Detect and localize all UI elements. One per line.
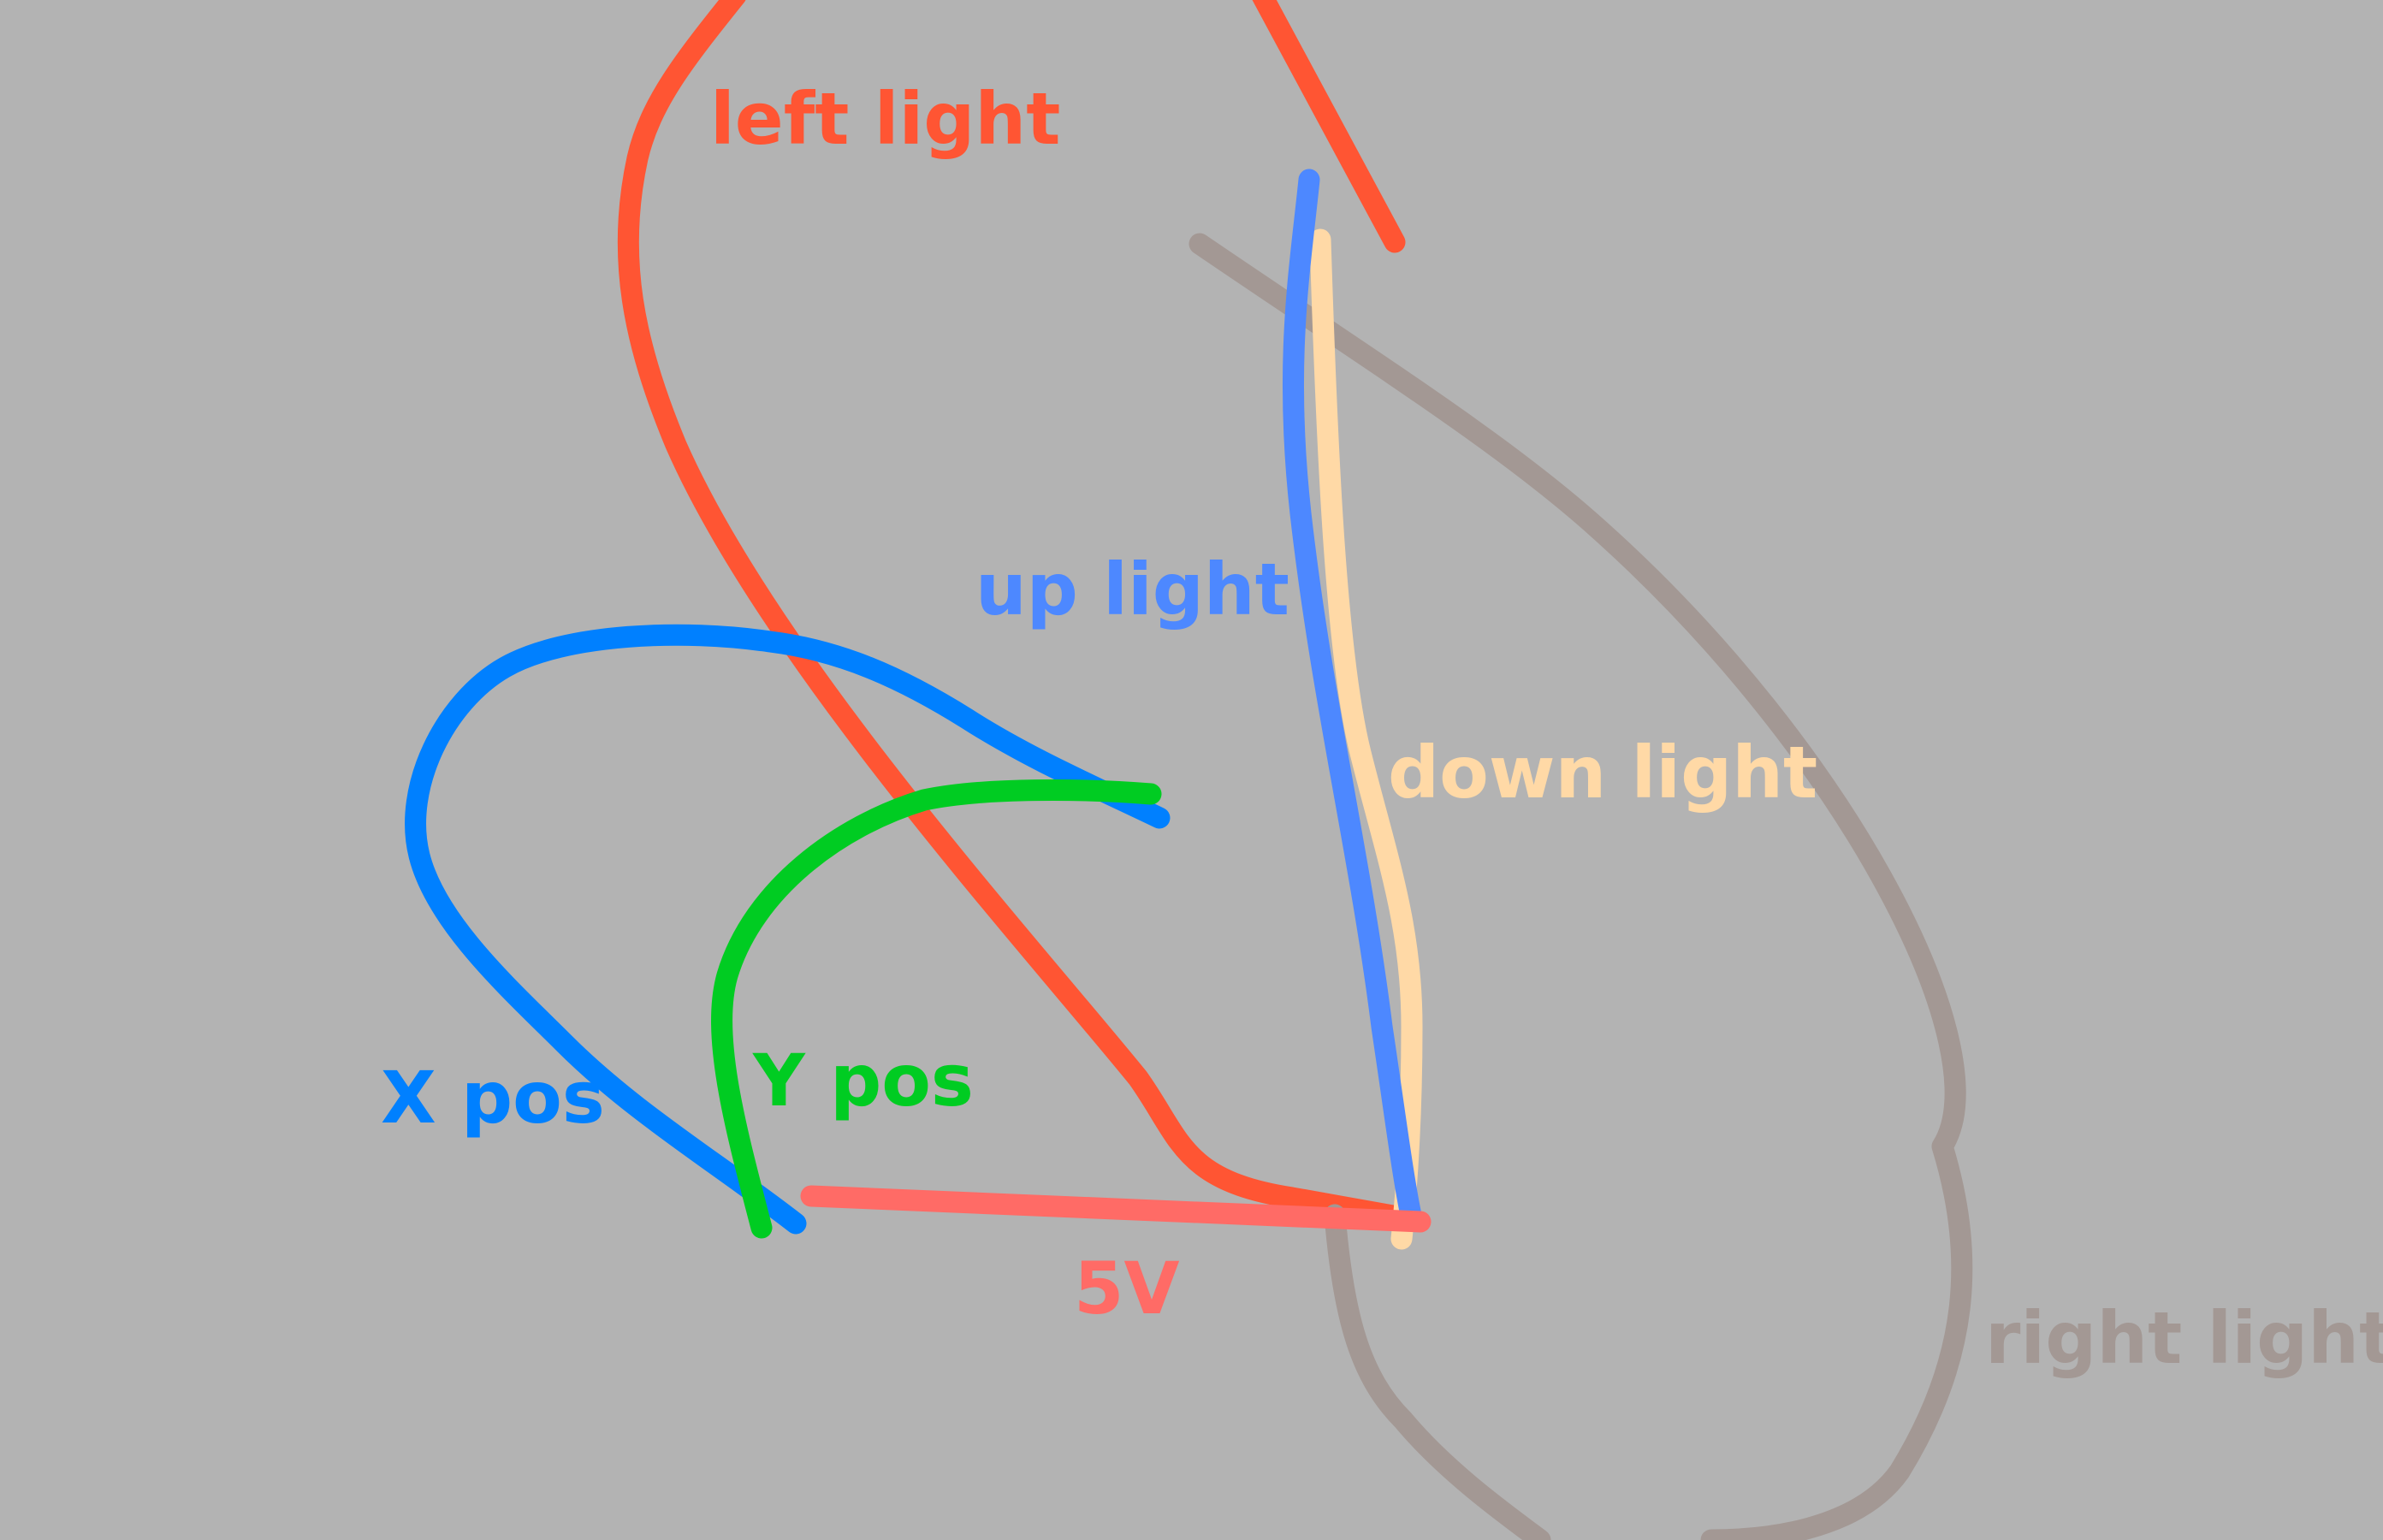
up-light-wire [1282, 169, 1423, 1230]
five-v-label: 5V [1074, 1247, 1179, 1330]
left-light-wire [617, 0, 1423, 1230]
x-pos-label: X pos [381, 1056, 605, 1140]
x-pos-wire [405, 624, 1171, 1235]
left-light-wire-top [1252, 0, 1406, 253]
five-v-wire [800, 1185, 1432, 1233]
left-light-label: left light [710, 77, 1060, 161]
up-light-label: up light [975, 548, 1289, 631]
y-pos-wire [711, 779, 1162, 1239]
down-light-label: down light [1388, 731, 1817, 814]
y-pos-label: Y pos [752, 1039, 974, 1122]
right-light-wire [1189, 233, 1973, 1540]
right-light-label: right light [1985, 1296, 2383, 1380]
down-light-wire [1309, 228, 1423, 1250]
